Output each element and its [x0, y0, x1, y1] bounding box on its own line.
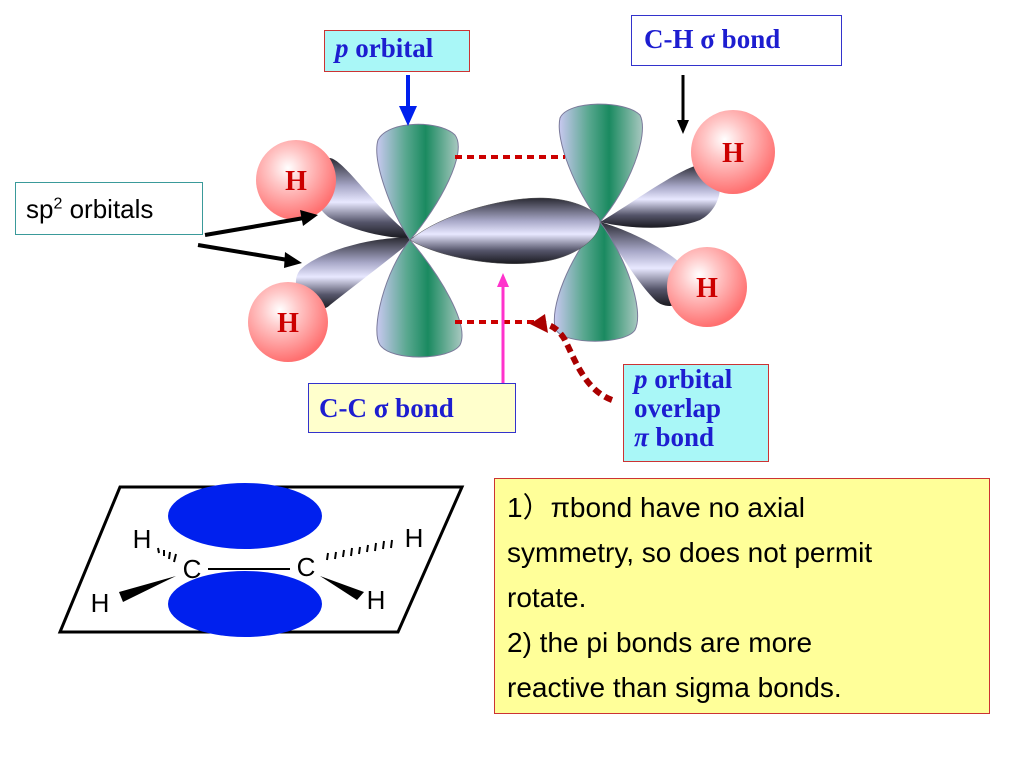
ch-sigma-label: C-H σ bond	[644, 24, 781, 54]
p-orbital-label-italic: p	[335, 33, 349, 63]
pi-bond-notes-box: 1）πbond have no axial symmetry, so does …	[494, 478, 990, 714]
hydrogen-atom-lower-right	[667, 247, 747, 327]
hydrogen-atom-lower-left	[248, 282, 328, 362]
solid-wedge-left	[119, 576, 176, 602]
ch-sigma-lobes	[295, 158, 720, 310]
pi-bond-label-line1: p orbital	[634, 365, 768, 394]
solid-wedge-right	[320, 576, 364, 600]
pi-bond-label-line3-italic: π	[634, 422, 649, 452]
p-lobe-right-top	[558, 103, 643, 223]
h-label-upper-left: H	[285, 166, 307, 197]
p-lobe-right-bottom	[553, 221, 639, 342]
sp2-arrow-upper	[204, 216, 305, 237]
carbon-label-right: C	[297, 552, 316, 582]
pi-cloud-top	[168, 483, 322, 549]
h-label-upper-right: H	[722, 138, 744, 169]
h-sketch-upper-left: H	[133, 524, 152, 554]
molecular-plane	[57, 485, 465, 634]
carbon-label-left: C	[183, 554, 202, 584]
hydrogen-atoms: H H H H	[248, 110, 775, 362]
h-label-lower-left: H	[277, 308, 299, 339]
pi-bond-label-line1-rest: orbital	[647, 364, 733, 394]
sp2-arrow-lower	[197, 243, 289, 262]
pi-bond-label-line1-italic: p	[634, 364, 648, 394]
pi-bond-label-line3: π bond	[634, 423, 768, 452]
sp2-lobe-upper-right	[600, 164, 720, 228]
sp2-label-superscript: 2	[53, 195, 63, 213]
sp2-orbitals-label-box: sp2 orbitals	[15, 182, 203, 235]
notes-line-1: 1）πbond have no axial	[507, 492, 805, 523]
notes-line-5: reactive than sigma bonds.	[507, 672, 842, 703]
hashed-wedge-right	[326, 539, 393, 561]
sp2-arrow-upper-head	[300, 210, 318, 226]
h-sketch-lower-left: H	[91, 588, 110, 618]
sp2-arrow-lower-head	[284, 252, 302, 268]
h-sketch-upper-right: H	[405, 523, 424, 553]
hashed-wedge-left	[157, 547, 177, 563]
pointer-arrows	[197, 75, 689, 403]
p-orbital-label-box: p orbital	[324, 30, 470, 72]
p-lobe-left-top	[376, 123, 459, 241]
h-sketch-lower-right: H	[367, 585, 386, 615]
sp2-lobe-upper-left	[311, 158, 415, 239]
pi-cloud-bottom	[168, 571, 322, 637]
pi-bond-label-line2: overlap	[634, 393, 721, 423]
hydrogen-atom-upper-left	[256, 140, 336, 220]
cc-sigma-arrow-head	[497, 273, 509, 287]
cc-sigma-label: C-C σ bond	[319, 393, 454, 423]
notes-line-3: rotate.	[507, 582, 587, 613]
pi-bond-label-line3-rest: bond	[648, 422, 715, 452]
hydrogen-atom-upper-right	[691, 110, 775, 194]
pi-bond-curved-arrow	[544, 321, 614, 403]
sp2-lobe-lower-left	[295, 237, 415, 310]
ch-sigma-label-box: C-H σ bond	[631, 15, 842, 66]
pi-bond-curved-arrow-head	[530, 314, 548, 333]
notes-line-2: symmetry, so does not permit	[507, 537, 873, 568]
ch-sigma-arrow-head	[677, 120, 689, 134]
cc-sigma-label-box: C-C σ bond	[308, 383, 516, 433]
sp2-label-base: sp	[26, 194, 54, 224]
cc-sigma-lobe	[409, 197, 601, 264]
p-orbital-lobes	[376, 103, 643, 358]
p-orbital-label-text: orbital	[348, 33, 434, 63]
ethylene-plane-sketch: C C H H H H	[57, 483, 465, 637]
sp2-label-rest: orbitals	[62, 194, 154, 224]
p-lobe-left-bottom	[376, 239, 463, 358]
h-label-lower-right: H	[696, 273, 718, 304]
p-orbital-arrow-head	[399, 106, 417, 126]
notes-line-4: 2) the pi bonds are more	[507, 627, 813, 658]
pi-bond-label-box: p orbital overlap π bond	[623, 364, 769, 462]
